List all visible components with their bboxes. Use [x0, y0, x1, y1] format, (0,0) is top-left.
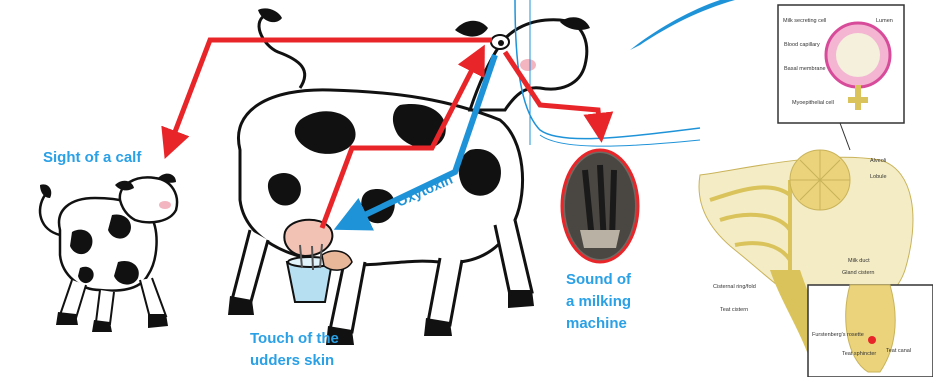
label-alveoli: Alveoli [870, 158, 886, 164]
milking-machine-photo [562, 150, 638, 262]
label-gland-cistern: Gland cistern [842, 270, 874, 276]
label-lumen: Lumen [876, 18, 893, 24]
label-blood-capillary: Blood capillary [784, 42, 820, 48]
label-touch-line-1: Touch of the [250, 330, 339, 348]
label-myoepithelial-cell: Myoepithelial cell [792, 100, 834, 106]
label-teat-sphincter: Teat sphincter [842, 351, 876, 357]
label-lobule: Lobule [870, 174, 887, 180]
label-teat-canal: Teat canal [886, 348, 911, 354]
label-basal-membrane: Basal membrane [784, 66, 826, 72]
label-sound-line-1: Sound of [566, 271, 631, 289]
cow-illustration [228, 8, 590, 345]
label-cisternal-ring: Cisternal ring/fold [713, 284, 756, 290]
mammary-gland-diagram: Milk secreting cell Lumen Blood capillar… [699, 5, 933, 377]
label-sound-line-3: machine [566, 315, 627, 333]
label-milk-secreting-cell: Milk secreting cell [783, 18, 826, 24]
label-sound-line-2: a milking [566, 293, 631, 311]
calf-illustration [40, 174, 177, 332]
label-milk-duct: Milk duct [848, 258, 870, 264]
label-teat-cistern: Teat cistern [720, 307, 748, 313]
label-touch-line-2: udders skin [250, 352, 334, 370]
label-furstenbergs-rosette: Furstenberg's rosette [812, 332, 864, 338]
label-sight-of-calf: Sight of a calf [43, 149, 141, 167]
